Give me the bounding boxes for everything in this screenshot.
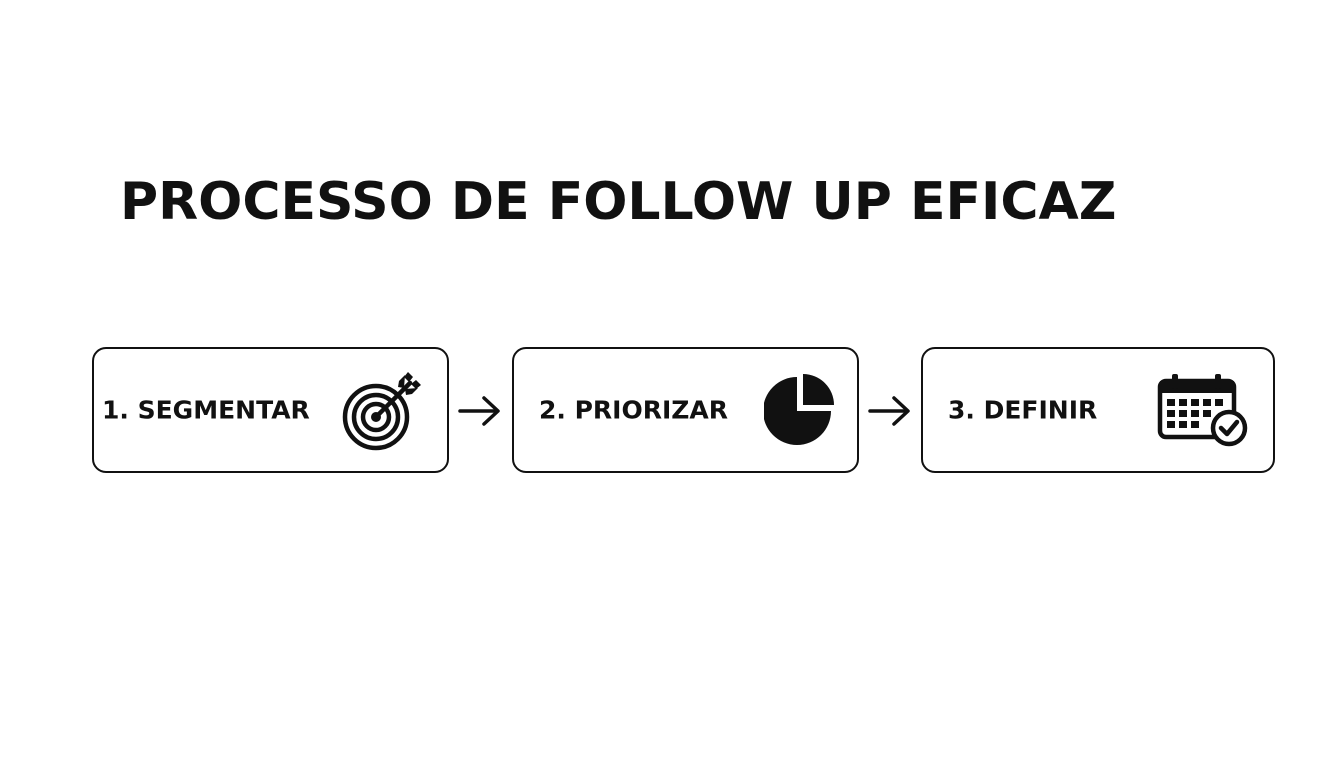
- pie-chart-icon: [764, 374, 834, 445]
- step-priorizar: 2. PRIORIZAR: [512, 347, 859, 473]
- arrow-right-icon: [868, 396, 910, 426]
- arrow-right-icon: [458, 396, 500, 426]
- step-label: 2. PRIORIZAR: [539, 395, 729, 425]
- step-segmentar: 1. SEGMENTAR: [92, 347, 449, 473]
- diagram-title: PROCESSO DE FOLLOW UP EFICAZ: [120, 172, 1117, 232]
- step-label: 1. SEGMENTAR: [102, 395, 310, 425]
- step-label: 3. DEFINIR: [948, 395, 1098, 425]
- calendar-check-icon: [1157, 374, 1248, 447]
- step-definir: 3. DEFINIR: [921, 347, 1275, 473]
- target-icon: [342, 372, 421, 451]
